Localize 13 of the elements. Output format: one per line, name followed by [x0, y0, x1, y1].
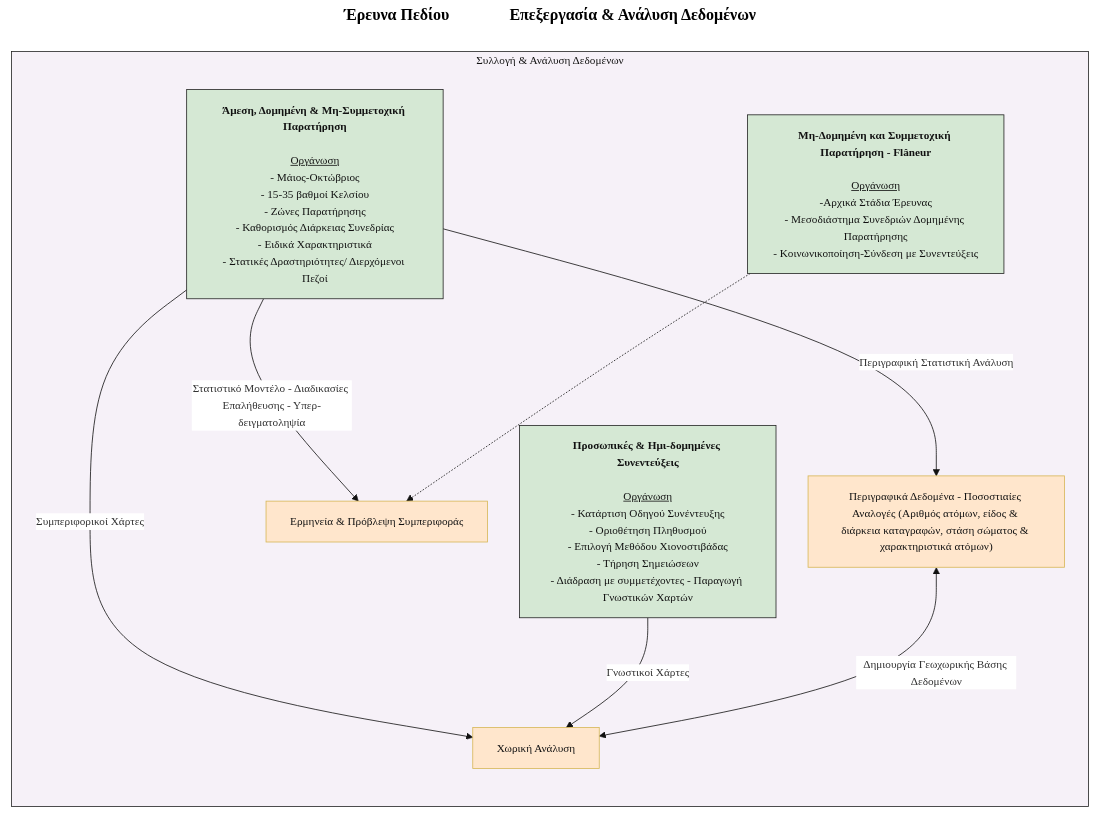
edge-label: Στατιστικό Μοντέλο - Διαδικασίες Επαλήθευσης - Υπερ-δειγματοληψία — [192, 382, 349, 429]
node-box: Περιγραφικά Δεδομένα - Ποσοστιαίες Αναλογές (Αριθμός ατόμων, είδος & διάρκεια καταγραφών, στάση σώματος & χαρακτηριστικά ατόμων) — [807, 475, 1065, 568]
edge-label: Γνωστικοί Χάρτες — [606, 666, 690, 679]
edge-label: Συμπεριφορικοί Χάρτες — [36, 515, 144, 528]
edge-label: Περιγραφική Στατιστική Ανάλυση — [859, 356, 1014, 369]
node-box: Προσωπικές & Ημι-δομημένες Συνεντεύξεις Οργάνωση - Κατάρτιση Οδηγού Συνέντευξης - Οριοθέτηση Πληθυσμού - Επιλογή Μεθόδου Χιονοστιβάδας - Τήρηση Σημειώσεων - Διάδραση με συμμετέχοντες - Παραγωγή Γνωστικών Χαρτών — [519, 425, 777, 619]
node-box: Άμεση, Δομημένη & Μη-Συμμετοχική Παρατήρηση Οργάνωση - Μάιος-Οκτώβριος - 15-35 βαθμοί Κελσίου - Ζώνες Παρατήρησης - Καθορισμός Διάρκειας Συνεδρίας - Ειδικά Χαρακτηριστικά - Στατικές Δραστηριότητες/ Διερχόμενοι Πεζοί — [186, 89, 444, 300]
edge-label: Δημιουργία Γεωχωρικής Βάσης Δεδομένων — [863, 658, 1007, 688]
node-box: Ερμηνεία & Πρόβλεψη Συμπεριφοράς — [265, 500, 488, 543]
node-box: Μη-Δομημένη και Συμμετοχική Παρατήρηση - Flâneur Οργάνωση -Αρχικά Στάδια Έρευνας - Μεσοδιάστημα Συνεδριών Δομημένης Παρατήρησης - Κοινωνικοποίηση-Σύνδεση με Συνεντεύξεις — [747, 114, 1005, 274]
section-heading: Έρευνα Πεδίου — [343, 6, 450, 24]
section-heading: Επεξεργασία & Ανάλυση Δεδομένων — [509, 6, 756, 24]
node-box: Χωρική Ανάλυση — [472, 727, 600, 769]
